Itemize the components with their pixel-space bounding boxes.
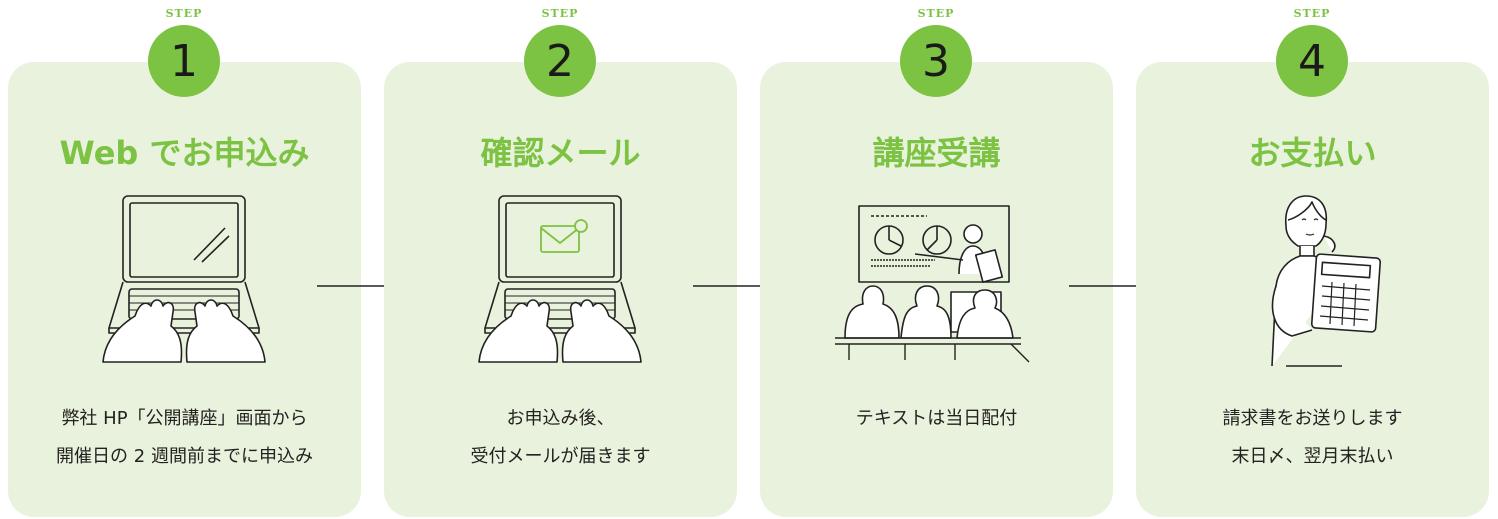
step-description: 請求書をお送りします 末日〆、翌月末払い [1136,400,1489,476]
laptop-mail-icon [478,195,642,363]
step-number-badge: 2 [524,25,596,97]
step-title: お支払い [1248,134,1377,172]
step-description: 弊社 HP「公開講座」画面から 開催日の 2 週間前までに申込み [8,400,361,476]
description-line: お申込み後、 [506,408,615,429]
description-line: 受付メールが届きます [470,446,651,467]
description-line: 弊社 HP「公開講座」画面から [61,408,308,429]
description-line: テキストは当日配付 [855,408,1018,429]
step-label: STEP [1293,7,1331,20]
description-line: 開催日の 2 週間前までに申込み [56,446,313,467]
step-number-badge: 4 [1276,25,1348,97]
lecture-icon [835,205,1030,363]
step-title: Web でお申込み [59,134,310,172]
laptop-typing-icon [102,195,266,363]
step-title: 講座受講 [872,134,1001,172]
woman-calculator-icon [1271,195,1382,367]
step-number-badge: 3 [900,25,972,97]
step-description: お申込み後、 受付メールが届きます [384,400,737,476]
step-label: STEP [541,7,579,20]
step-label: STEP [165,7,203,20]
description-line: 請求書をお送りします [1222,408,1403,429]
step-description: テキストは当日配付 [760,400,1113,438]
step-label: STEP [917,7,955,20]
description-line: 末日〆、翌月末払い [1231,446,1394,467]
step-title: 確認メール [480,134,641,172]
step-number-badge: 1 [148,25,220,97]
